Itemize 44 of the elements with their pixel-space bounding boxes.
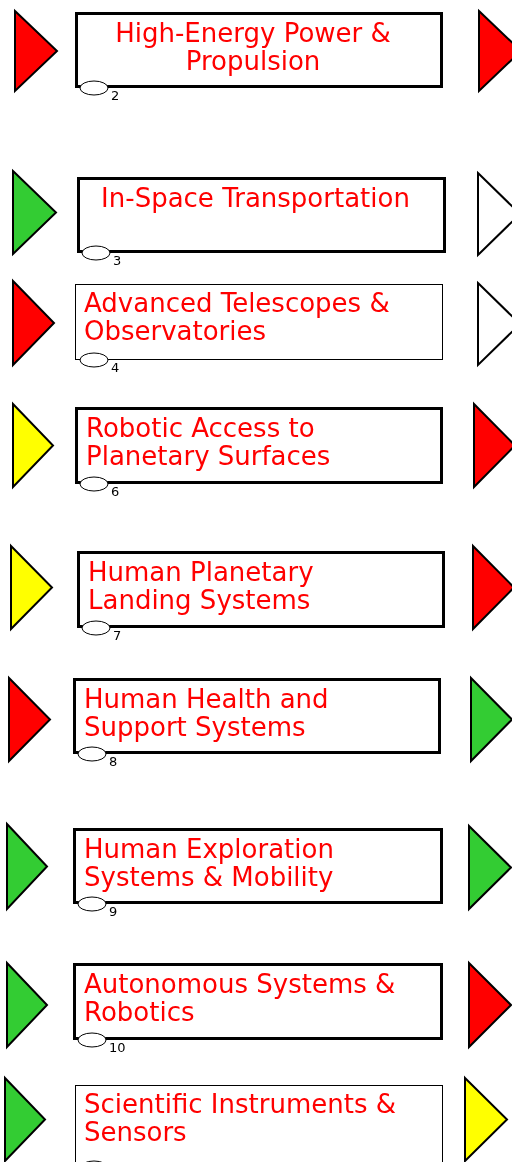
reference-number: 8 <box>108 755 119 769</box>
status-triangle <box>472 545 512 630</box>
reference-number: 10 <box>108 1041 127 1055</box>
status-triangle <box>468 825 512 910</box>
box-title: Robotic Access to Planetary Surfaces <box>86 414 332 470</box>
process-box <box>73 828 443 904</box>
process-box <box>75 407 443 484</box>
status-triangle <box>12 280 55 366</box>
status-triangle <box>464 1077 508 1162</box>
box-title: Scientific Instruments & Sensors <box>84 1090 397 1146</box>
status-triangle <box>477 282 512 366</box>
process-box <box>75 1085 443 1162</box>
status-triangle <box>14 10 58 92</box>
box-title: Advanced Telescopes & Observatories <box>84 289 391 345</box>
status-triangle <box>12 403 54 488</box>
status-triangle <box>468 962 512 1048</box>
process-box <box>75 12 443 88</box>
reference-number: 6 <box>110 485 121 499</box>
status-triangle <box>8 677 51 762</box>
box-title: In-Space Transportation <box>100 184 411 212</box>
reference-number: 3 <box>112 254 123 268</box>
process-box <box>77 177 446 253</box>
status-triangle <box>477 172 512 256</box>
status-triangle <box>470 677 512 762</box>
status-triangle <box>12 170 57 255</box>
status-triangle <box>10 545 53 630</box>
status-triangle <box>478 10 512 92</box>
status-triangle <box>6 962 48 1048</box>
box-title: Human Planetary Landing Systems <box>88 558 315 614</box>
reference-number: 7 <box>112 629 123 643</box>
process-box <box>75 284 443 360</box>
process-box <box>73 678 441 754</box>
box-title: Human Exploration Systems & Mobility <box>84 835 335 891</box>
box-title: Human Health and Support Systems <box>84 685 330 741</box>
reference-number: 9 <box>108 905 119 919</box>
status-triangle <box>6 823 48 910</box>
process-box <box>73 963 443 1040</box>
reference-number: 2 <box>110 89 121 103</box>
status-triangle <box>4 1077 46 1162</box>
reference-number: 4 <box>110 361 121 375</box>
box-title: High-Energy Power & Propulsion <box>114 19 392 75</box>
status-triangle <box>473 403 512 488</box>
process-box <box>77 551 445 628</box>
box-title: Autonomous Systems & Robotics <box>84 970 397 1026</box>
